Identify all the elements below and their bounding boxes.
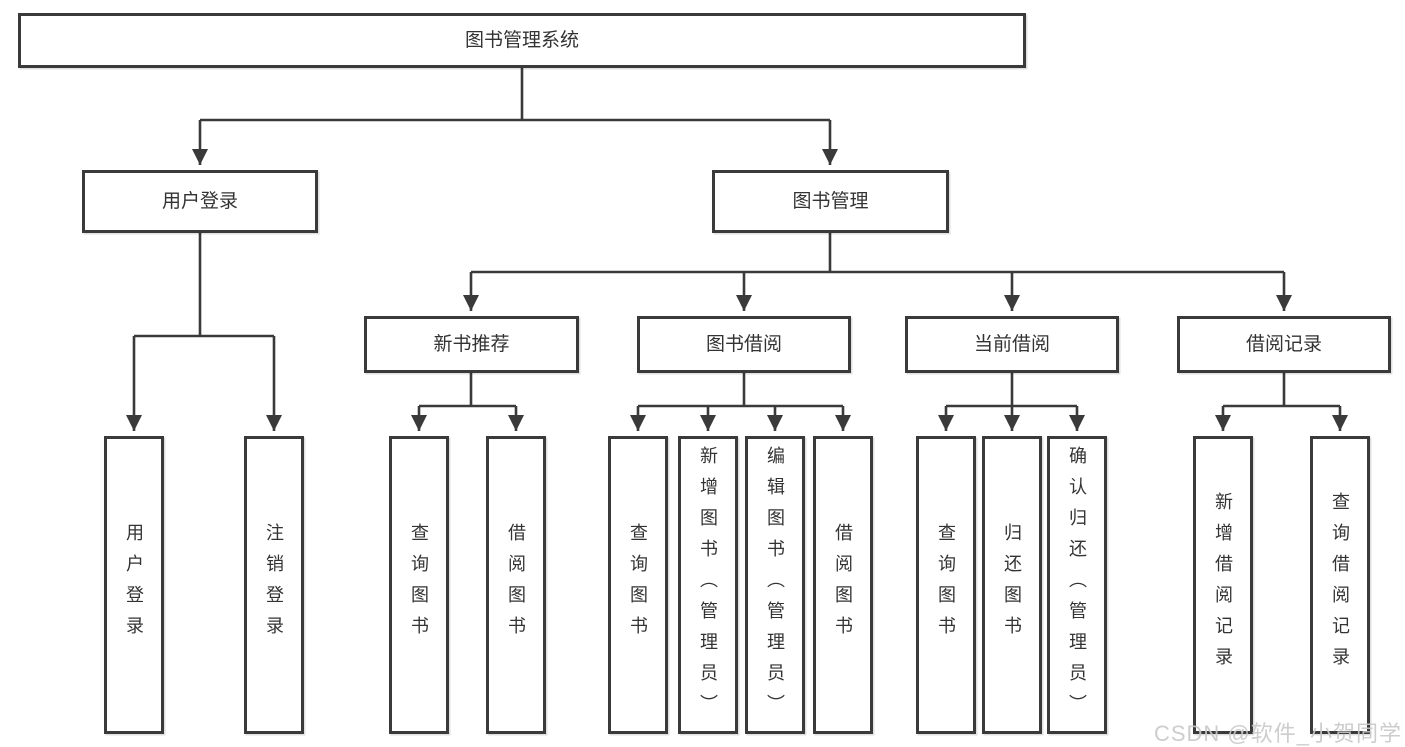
node-user-login: 用户登录: [82, 170, 318, 233]
connector-user-login-to-leaves: [126, 233, 282, 431]
leaf-user-login: 用户登录: [104, 436, 164, 734]
leaf-recommend-borrow-books-label: 借阅图书: [506, 523, 526, 647]
node-new-book-recommend: 新书推荐: [364, 316, 579, 373]
node-book-borrow-label: 图书借阅: [705, 334, 782, 355]
node-current-borrow: 当前借阅: [905, 316, 1119, 373]
leaf-add-borrow-record-label: 新增借阅记录: [1213, 492, 1233, 678]
connector-book-borrow-to-leaves: [630, 373, 851, 431]
leaf-query-borrow-record: 查询借阅记录: [1310, 436, 1370, 734]
leaf-confirm-return-admin-label: 确认归还（管理员）: [1067, 445, 1087, 725]
leaf-borrow-query-books: 查询图书: [608, 436, 668, 734]
node-book-borrow: 图书借阅: [637, 316, 851, 373]
leaf-borrow-books: 借阅图书: [813, 436, 873, 734]
leaf-current-query-books-label: 查询图书: [936, 523, 956, 647]
leaf-logout: 注销登录: [244, 436, 304, 734]
node-current-borrow-label: 当前借阅: [973, 334, 1050, 355]
node-user-login-label: 用户登录: [161, 191, 238, 212]
node-borrow-records-label: 借阅记录: [1245, 334, 1322, 355]
connector-root-to-level2: [192, 68, 838, 165]
leaf-borrow-query-books-label: 查询图书: [628, 523, 648, 647]
leaf-recommend-query-books-label: 查询图书: [409, 523, 429, 647]
leaf-add-books-admin: 新增图书（管理员）: [678, 436, 738, 734]
leaf-add-borrow-record: 新增借阅记录: [1193, 436, 1253, 734]
leaf-edit-books-admin: 编辑图书（管理员）: [745, 436, 805, 734]
leaf-confirm-return-admin: 确认归还（管理员）: [1047, 436, 1107, 734]
connector-borrow-records-to-leaves: [1215, 373, 1348, 431]
node-book-management: 图书管理: [712, 170, 949, 233]
node-new-book-recommend-label: 新书推荐: [433, 334, 510, 355]
leaf-current-query-books: 查询图书: [916, 436, 976, 734]
leaf-return-books-label: 归还图书: [1002, 523, 1022, 647]
leaf-logout-label: 注销登录: [264, 523, 284, 647]
node-root-system: 图书管理系统: [18, 13, 1026, 68]
leaf-user-login-label: 用户登录: [124, 523, 144, 647]
leaf-add-books-admin-label: 新增图书（管理员）: [698, 445, 718, 725]
leaf-edit-books-admin-label: 编辑图书（管理员）: [765, 445, 785, 725]
node-book-management-label: 图书管理: [792, 191, 869, 212]
connector-new-book-recommend-to-leaves: [411, 373, 524, 431]
connector-book-management-to-sections: [463, 233, 1292, 311]
node-root-system-label: 图书管理系统: [464, 30, 579, 51]
leaf-recommend-borrow-books: 借阅图书: [486, 436, 546, 734]
csdn-watermark: CSDN @软件_小贺同学: [1153, 721, 1402, 746]
leaf-return-books: 归还图书: [982, 436, 1042, 734]
leaf-recommend-query-books: 查询图书: [389, 436, 449, 734]
leaf-borrow-books-label: 借阅图书: [833, 523, 853, 647]
connector-current-borrow-to-leaves: [938, 373, 1085, 431]
leaf-query-borrow-record-label: 查询借阅记录: [1330, 492, 1350, 678]
node-borrow-records: 借阅记录: [1177, 316, 1391, 373]
